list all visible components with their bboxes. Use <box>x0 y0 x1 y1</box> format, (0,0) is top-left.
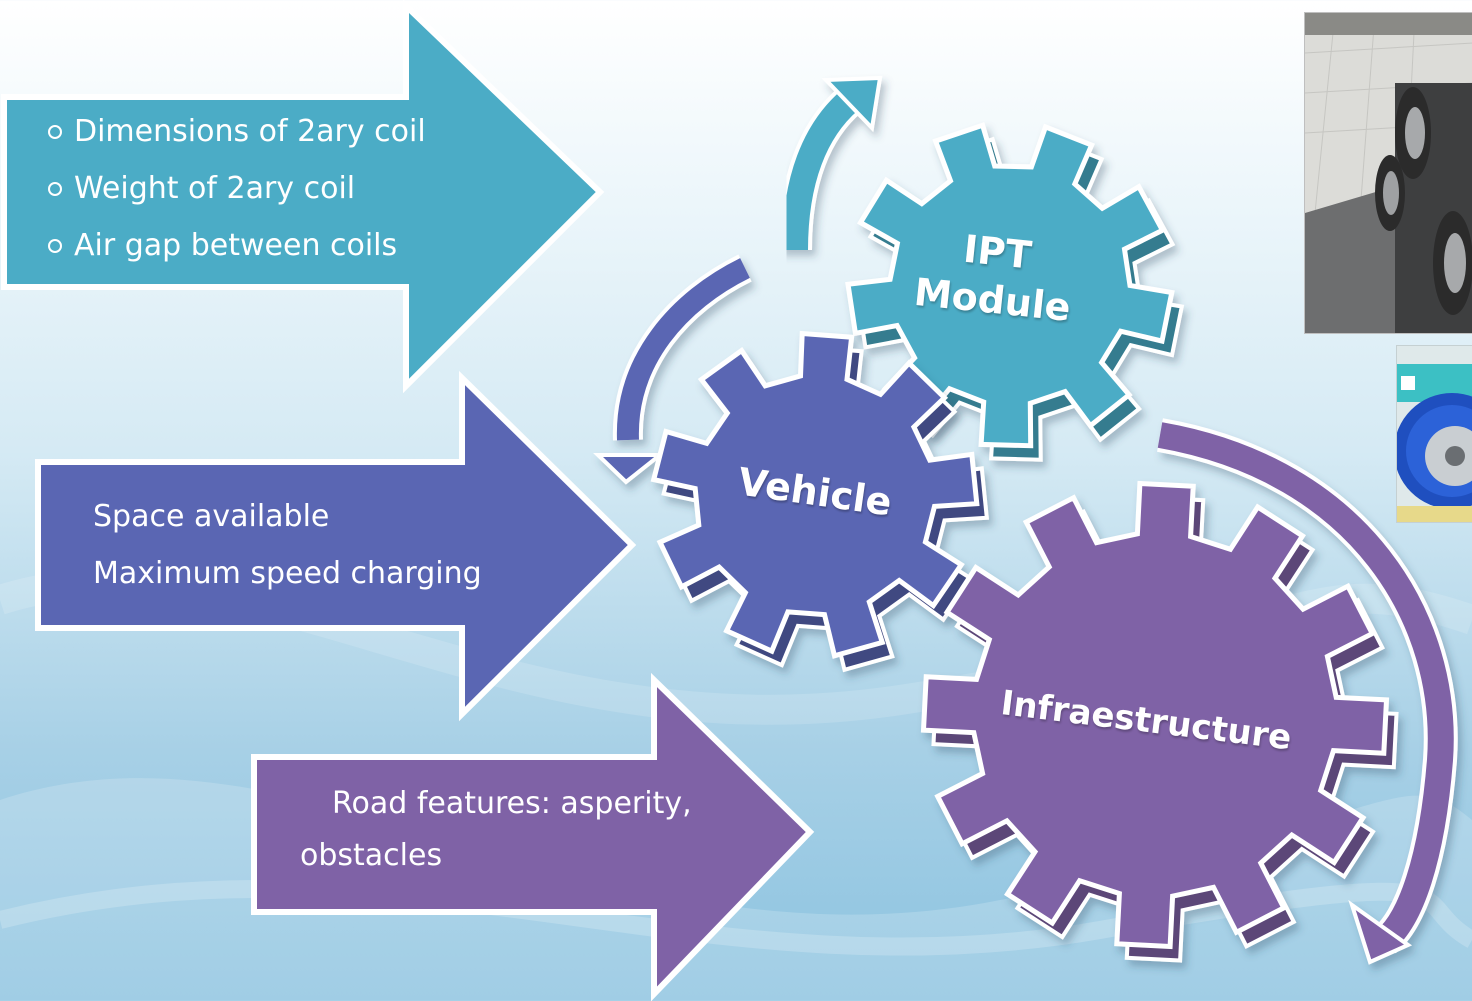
gear-vehicle-icon <box>650 330 989 673</box>
curved-arrow-purple-icon <box>1157 418 1458 965</box>
arrow-bottom-text: Road features: asperity, obstacles <box>300 778 692 882</box>
arrow-middle-text: Space available Maximum speed charging <box>93 488 482 602</box>
gear-infraestructure-icon <box>920 480 1399 963</box>
photo-car-chassis <box>1304 12 1472 334</box>
bullet-item: Weight of 2ary coil <box>48 160 426 217</box>
curved-arrow-blue-icon <box>593 254 752 485</box>
bullet-icon <box>48 181 62 196</box>
gear-ipt-module-icon <box>845 122 1185 462</box>
bullet-icon <box>48 238 62 253</box>
arrow-bottom-line2: obstacles <box>300 838 443 873</box>
arrow-middle-item: Space available <box>93 499 330 534</box>
curved-arrow-teal-icon <box>778 75 883 251</box>
gear-face <box>920 480 1390 950</box>
arrow-top-text: Dimensions of 2ary coil Weight of 2ary c… <box>48 103 426 274</box>
gear-face <box>650 330 980 659</box>
bullet-item: Dimensions of 2ary coil <box>48 103 426 160</box>
arrow-bottom-line1: Road features: asperity, <box>332 786 692 821</box>
photo-wheel-coil <box>1396 345 1472 523</box>
bullet-icon <box>48 124 62 139</box>
bullet-item: Air gap between coils <box>48 217 426 274</box>
gear-face <box>845 122 1175 449</box>
arrow-middle-item: Maximum speed charging <box>93 556 482 591</box>
